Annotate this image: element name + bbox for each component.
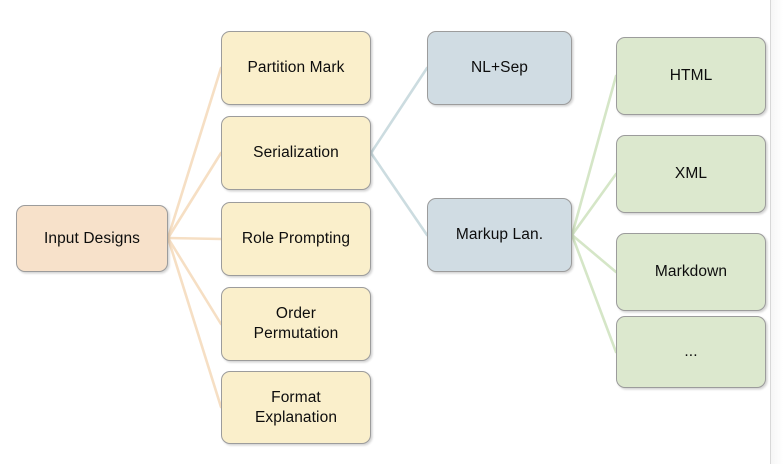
node-html[interactable]: HTML xyxy=(616,37,766,115)
node-markdown[interactable]: Markdown xyxy=(616,233,766,311)
page-edge-line xyxy=(770,0,771,464)
node-ellipsis[interactable]: ... xyxy=(616,316,766,388)
edge-serialization-nl-sep xyxy=(369,66,429,155)
edge-markup-xml xyxy=(570,172,618,237)
edge-root-role-prompting xyxy=(166,236,223,241)
node-role-prompting[interactable]: Role Prompting xyxy=(221,202,371,276)
edges-method xyxy=(369,66,429,237)
edge-markup-ellipsis xyxy=(570,233,618,354)
node-nl-sep[interactable]: NL+Sep xyxy=(427,31,572,105)
node-xml[interactable]: XML xyxy=(616,135,766,213)
node-input-designs[interactable]: Input Designs xyxy=(16,205,168,272)
edge-root-partition-mark xyxy=(166,66,223,240)
edges-format xyxy=(570,74,618,354)
edge-root-order-permutation xyxy=(166,236,223,326)
node-markup-lan[interactable]: Markup Lan. xyxy=(427,198,572,272)
edge-root-format-explanation xyxy=(166,236,223,409)
node-format-explanation[interactable]: Format Explanation xyxy=(221,371,371,444)
node-partition-mark[interactable]: Partition Mark xyxy=(221,31,371,105)
page-edge-shade xyxy=(771,0,783,464)
edge-root-serialization xyxy=(166,151,223,240)
edges-root xyxy=(166,66,223,409)
edge-markup-html xyxy=(570,74,618,237)
node-order-permutation[interactable]: Order Permutation xyxy=(221,287,371,361)
edge-markup-markdown xyxy=(570,233,618,274)
node-serialization[interactable]: Serialization xyxy=(221,116,371,190)
edge-serialization-markup-lan xyxy=(369,151,429,237)
